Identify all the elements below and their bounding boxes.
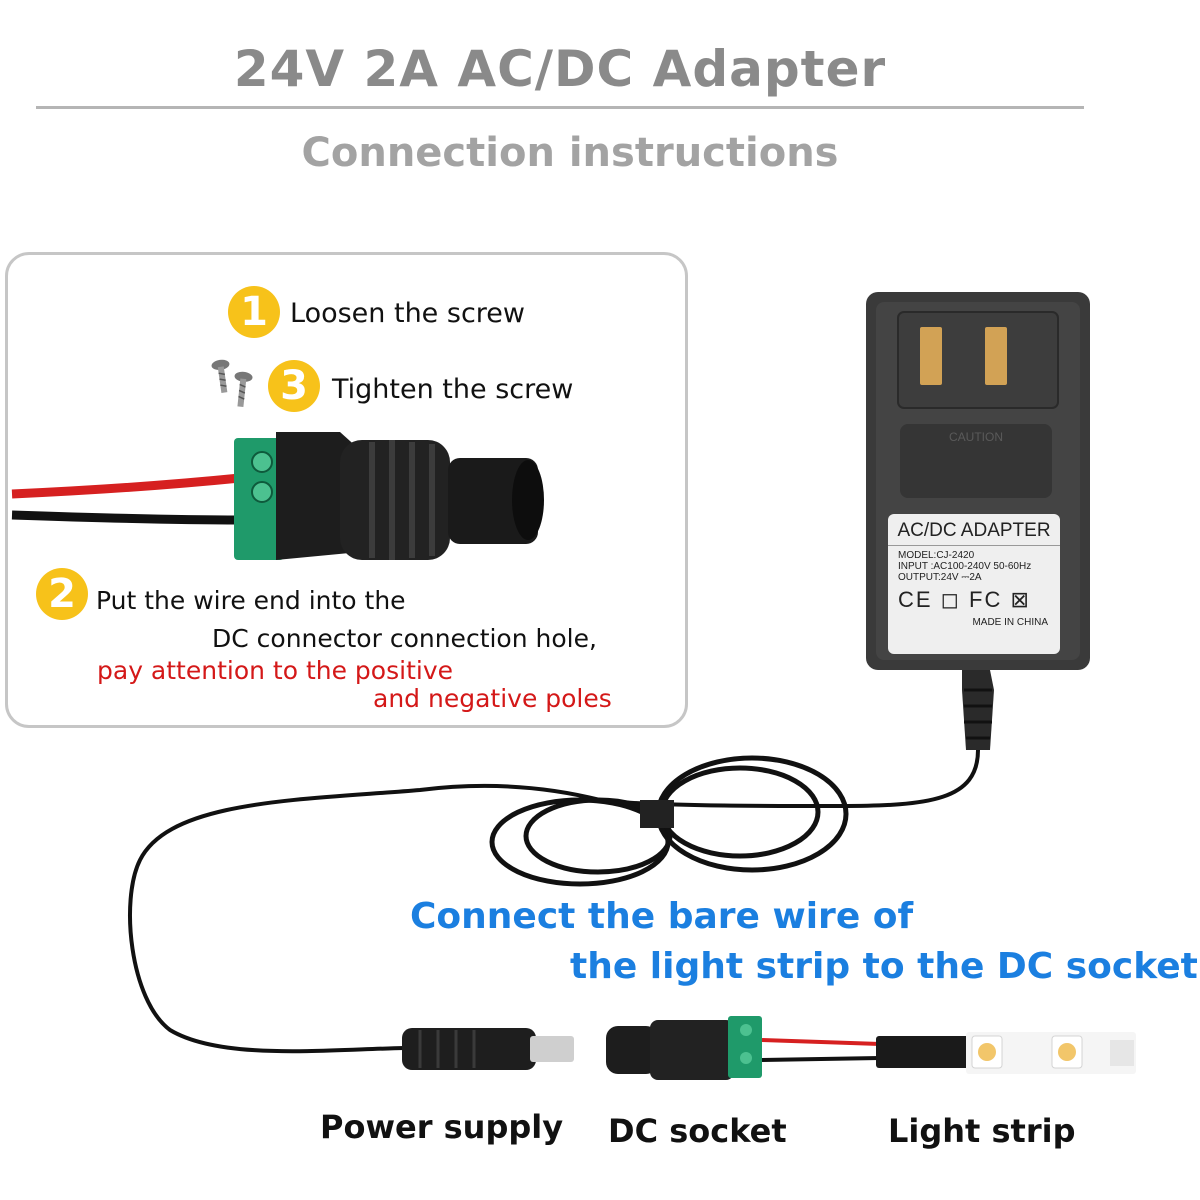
step-1-text: Loosen the screw <box>290 298 525 329</box>
step-2-line-2: DC connector connection hole, <box>212 624 597 653</box>
step-2-warning-2: and negative poles <box>373 684 612 713</box>
adapter-label-model: MODEL:CJ-2420 <box>898 550 975 561</box>
instruction-line-2: the light strip to the DC socket <box>570 946 1198 987</box>
caption-light-strip: Light strip <box>888 1112 1076 1150</box>
instruction-line-1: Connect the bare wire of <box>410 896 914 937</box>
power-plug <box>402 1028 574 1070</box>
adapter-label-output: OUTPUT:24V ⎓2A <box>898 572 982 583</box>
step-2-line-1: Put the wire end into the <box>96 586 406 615</box>
power-cable <box>128 749 980 1054</box>
adapter-label-heading: AC/DC ADAPTER <box>888 520 1060 546</box>
step-2-warning-1: pay attention to the positive <box>97 656 453 685</box>
step-2-badge: 2 <box>36 568 88 620</box>
page-title: 24V 2A AC/DC Adapter <box>233 40 887 98</box>
dc-socket-small <box>606 1016 881 1080</box>
adapter-caution-text: CAUTION <box>949 430 1003 444</box>
wall-adapter <box>866 292 1090 750</box>
step-3-badge: 3 <box>268 360 320 412</box>
caption-power-supply: Power supply <box>320 1108 564 1146</box>
adapter-label-marks: CE ◻ FC ⊠ <box>898 587 1031 612</box>
adapter-label-input: INPUT :AC100-240V 50-60Hz <box>898 561 1032 572</box>
title-divider <box>36 106 1084 109</box>
page-subtitle: Connection instructions <box>301 130 839 176</box>
adapter-label: AC/DC ADAPTER MODEL:CJ-2420 INPUT :AC100… <box>888 520 1060 628</box>
light-strip <box>876 1032 1136 1074</box>
step-1-badge: 1 <box>228 286 280 338</box>
adapter-label-made-in: MADE IN CHINA <box>972 617 1048 628</box>
dc-connector-closeup <box>11 432 544 560</box>
caption-dc-socket: DC socket <box>608 1112 787 1150</box>
screws-icon <box>211 359 253 407</box>
cable-coil <box>489 755 849 887</box>
step-3-text: Tighten the screw <box>332 374 574 405</box>
